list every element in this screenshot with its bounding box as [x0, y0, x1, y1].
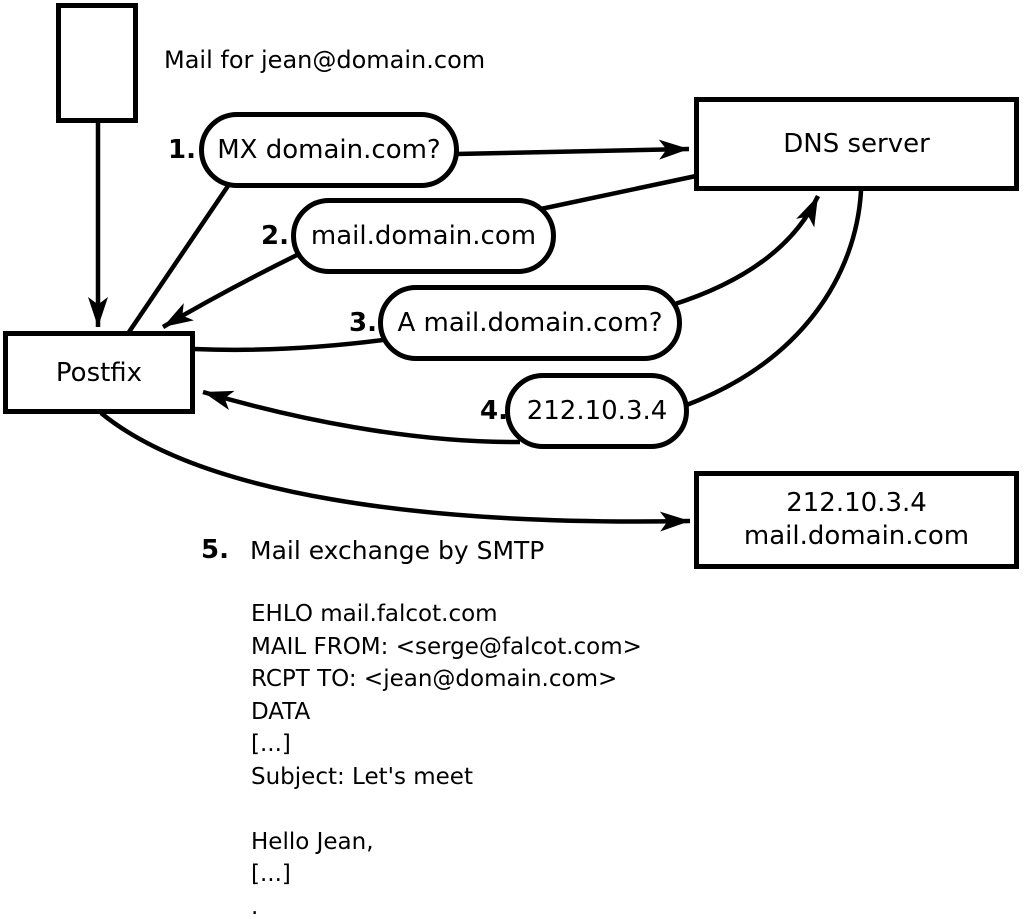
step-1-query-label: MX domain.com? [217, 135, 441, 165]
smtp-line-rcpt-to: RCPT TO: <jean@domain.com> [251, 666, 618, 692]
step-1-query-pill: MX domain.com? [199, 112, 459, 188]
dns-server-label: DNS server [783, 129, 930, 159]
smtp-line-ellipsis-2: [...] [251, 861, 291, 887]
step-4-reply-pill: 212.10.3.4 [505, 373, 689, 449]
arrow-postfix-to-mailserver [99, 411, 691, 532]
smtp-line-data: DATA [251, 698, 311, 725]
mail-server-ip: 212.10.3.4 [786, 488, 927, 518]
step-3-query-pill: A mail.domain.com? [378, 285, 682, 361]
arrow-reply2-to-postfix [161, 252, 298, 329]
smtp-line-subject: Subject: Let's meet [251, 763, 473, 790]
mail-server-node: 212.10.3.4 mail.domain.com [694, 471, 1019, 569]
smtp-line-blank [251, 793, 642, 826]
step-4-reply-label: 212.10.3.4 [526, 396, 668, 426]
step-3-number: 3. [349, 308, 377, 338]
mail-server-hostname: mail.domain.com [743, 521, 970, 551]
smtp-line-greeting: Hello Jean, [251, 828, 374, 855]
line-postfix-to-query3 [193, 335, 399, 353]
dns-server-node: DNS server [694, 97, 1019, 191]
step-1-number: 1. [168, 135, 196, 165]
arrow-query1-to-dns [455, 139, 690, 160]
step-4-number: 4. [480, 396, 508, 426]
step-2-number: 2. [261, 221, 289, 251]
smtp-session: EHLO mail.falcot.com MAIL FROM: <serge@f… [251, 598, 642, 919]
smtp-line-mail-from: MAIL FROM: <serge@falcot.com> [251, 633, 642, 660]
postfix-label: Postfix [55, 357, 143, 388]
arrow-reply4-to-postfix [202, 389, 521, 445]
smtp-line-end-dot: . [251, 893, 259, 919]
step-5-label: Mail exchange by SMTP [250, 536, 545, 565]
arrow-query3-to-dns [671, 195, 821, 308]
step-2-reply-label: mail.domain.com [310, 221, 537, 251]
line-dns-to-reply4 [683, 190, 864, 409]
line-postfix-to-query1 [127, 181, 232, 334]
mail-message-icon [56, 3, 138, 123]
postfix-node: Postfix [3, 331, 195, 414]
smtp-line-ellipsis-1: [...] [251, 731, 291, 757]
step-2-reply-pill: mail.domain.com [291, 198, 556, 274]
smtp-line-ehlo: EHLO mail.falcot.com [251, 601, 498, 627]
step-5-number: 5. [201, 535, 229, 565]
mail-note: Mail for jean@domain.com [164, 46, 486, 74]
step-3-query-label: A mail.domain.com? [397, 308, 663, 338]
line-dns-to-reply2 [535, 173, 697, 213]
